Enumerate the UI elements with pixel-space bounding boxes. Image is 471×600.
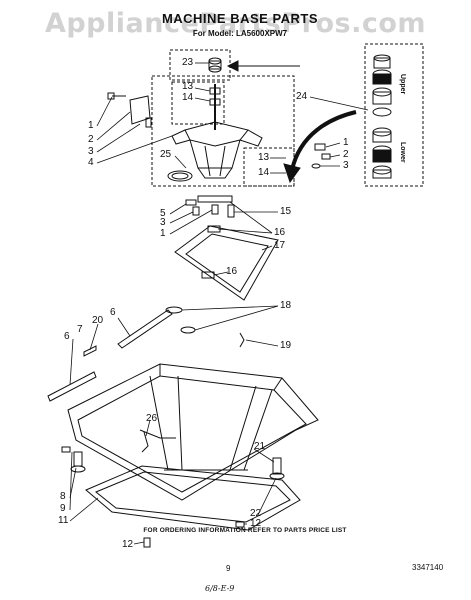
leveling-leg-right — [269, 457, 285, 480]
base-frame — [67, 363, 319, 501]
pad-18b — [180, 326, 196, 334]
transmission-assembly — [171, 84, 263, 179]
callout-6-upper: 6 — [110, 307, 116, 318]
base-pan — [85, 465, 301, 531]
callout-1-right: 1 — [343, 137, 349, 148]
callout-3-right: 3 — [343, 160, 349, 171]
callout-4: 4 — [88, 157, 94, 168]
label-lower: Lower — [399, 142, 406, 163]
callout-21: 21 — [254, 441, 266, 452]
brace-6-left — [47, 371, 97, 402]
callout-26: 26 — [146, 413, 158, 424]
callout-3-mid: 3 — [160, 217, 166, 228]
callout-1-left: 1 — [88, 120, 94, 131]
bearing-stack-lower — [372, 127, 392, 179]
callout-3-left: 3 — [88, 146, 94, 157]
callout-8: 8 — [60, 491, 66, 502]
clip-20 — [83, 345, 97, 357]
watermark: AppliancePartsPros.com — [44, 8, 427, 39]
leveling-leg-left — [61, 446, 86, 473]
bearing-23 — [208, 57, 222, 73]
callout-12-left: 12 — [122, 539, 134, 550]
leader-lines — [69, 62, 369, 545]
bracket-16 — [197, 195, 233, 203]
bolt-15 — [227, 204, 235, 218]
callout-1-mid: 1 — [160, 228, 166, 239]
page-number: 9 — [226, 564, 231, 573]
bolts-5-3-1 — [185, 199, 219, 216]
callout-24-label: 24 — [296, 91, 308, 102]
clip-hardware-left — [107, 92, 152, 128]
ordering-note: FOR ORDERING INFORMATION REFER TO PARTS … — [143, 527, 347, 534]
callout-16-plate: 16 — [226, 266, 238, 277]
callout-19: 19 — [280, 340, 292, 351]
callout-23: 23 — [182, 57, 194, 68]
callout-16-right: 16 — [274, 227, 286, 238]
seal-ring-25 — [167, 170, 193, 182]
callout-13-right: 13 — [258, 152, 270, 163]
diagram-title: MACHINE BASE PARTS — [161, 11, 319, 26]
model-number: For Model: LA5600XPW7 — [192, 29, 288, 38]
spring-19 — [239, 332, 245, 348]
callout-12-right: 12 — [250, 518, 262, 529]
callout-9: 9 — [60, 503, 66, 514]
arrow-24 — [290, 110, 357, 171]
group-box-transmission — [151, 75, 295, 187]
callout-5: 5 — [160, 208, 166, 219]
callout-18: 18 — [280, 300, 292, 311]
callout-15: 15 — [280, 206, 292, 217]
group-box-13-14-top — [171, 81, 225, 125]
callout-20: 20 — [92, 315, 104, 326]
callout-13-top: 13 — [182, 81, 194, 92]
screw-12-right — [235, 521, 245, 528]
document-number: 3347140 — [412, 563, 444, 572]
bearing-stack-upper — [372, 54, 392, 117]
clip-hardware-right — [311, 143, 331, 169]
callout-14-top: 14 — [182, 92, 194, 103]
arrow-23-head — [226, 60, 239, 72]
callout-2-left: 2 — [88, 134, 94, 145]
handwritten-note: 6/8-E-9 — [205, 584, 235, 593]
mount-plate-17 — [174, 225, 279, 301]
callout-22-text: 22 — [250, 508, 262, 519]
callout-17: 17 — [274, 240, 286, 251]
callout-25: 25 — [160, 149, 172, 160]
hose-clip-26 — [141, 431, 149, 453]
label-upper: Upper — [399, 74, 406, 95]
callout-6-left: 6 — [64, 331, 70, 342]
callout-7: 7 — [77, 324, 83, 335]
callout-2-right: 2 — [343, 149, 349, 160]
brace-6-upper — [117, 309, 173, 349]
callout-14-right: 14 — [258, 167, 270, 178]
group-box-13-14 — [243, 147, 295, 187]
screw-12-left — [143, 537, 151, 548]
callout-11: 11 — [58, 515, 69, 526]
